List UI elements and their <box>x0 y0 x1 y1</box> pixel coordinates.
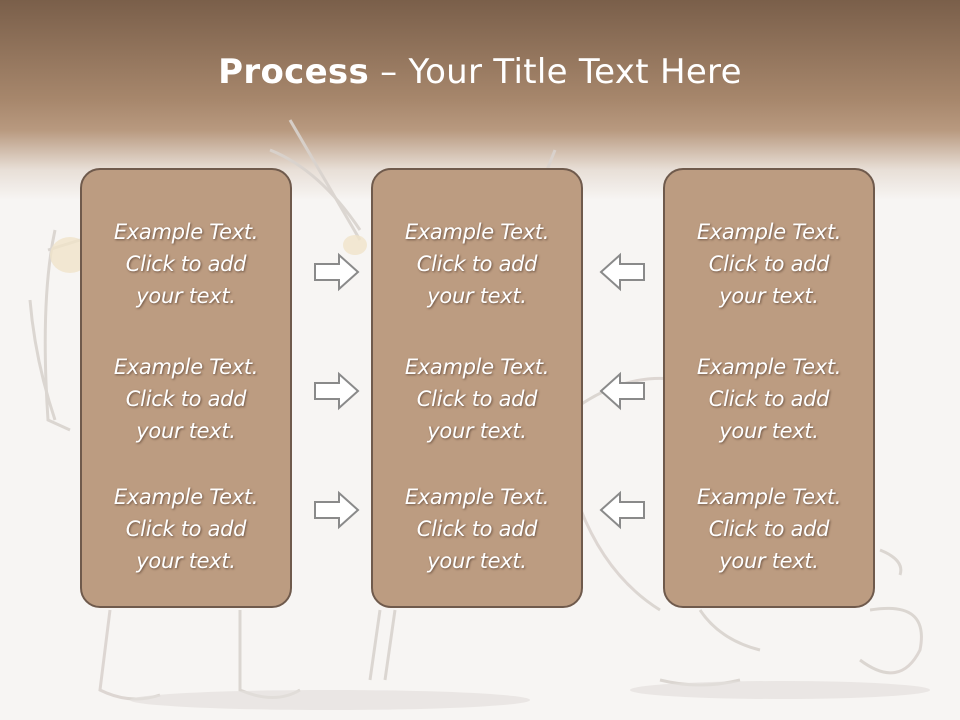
slide-header <box>0 0 960 200</box>
text-block[interactable]: Example Text. Click to add your text. <box>665 351 873 447</box>
text-line: Example Text. <box>404 485 550 509</box>
text-block[interactable]: Example Text. Click to add your text. <box>665 216 873 312</box>
text-line: your text. <box>427 284 527 308</box>
text-block[interactable]: Example Text. Click to add your text. <box>82 216 290 312</box>
text-line: Example Text. <box>113 355 259 379</box>
text-block[interactable]: Example Text. Click to add your text. <box>82 481 290 577</box>
process-box-center[interactable]: Example Text. Click to add your text. Ex… <box>371 168 583 608</box>
text-line: Example Text. <box>113 220 259 244</box>
text-block[interactable]: Example Text. Click to add your text. <box>82 351 290 447</box>
text-line: Click to add <box>708 252 830 276</box>
arrow-left-icon <box>599 490 645 530</box>
text-block[interactable]: Example Text. Click to add your text. <box>373 216 581 312</box>
text-line: Click to add <box>708 517 830 541</box>
text-line: Example Text. <box>696 355 842 379</box>
text-block[interactable]: Example Text. Click to add your text. <box>373 351 581 447</box>
process-box-right[interactable]: Example Text. Click to add your text. Ex… <box>663 168 875 608</box>
text-line: your text. <box>427 419 527 443</box>
title-bold: Process <box>218 52 370 92</box>
process-box-left[interactable]: Example Text. Click to add your text. Ex… <box>80 168 292 608</box>
text-line: Click to add <box>125 252 247 276</box>
text-line: Click to add <box>416 387 538 411</box>
arrow-left-icon <box>599 371 645 411</box>
text-block[interactable]: Example Text. Click to add your text. <box>665 481 873 577</box>
text-line: Click to add <box>416 517 538 541</box>
arrow-right-icon <box>314 252 360 292</box>
text-line: your text. <box>136 284 236 308</box>
text-line: your text. <box>719 284 819 308</box>
text-line: Click to add <box>416 252 538 276</box>
title-rest: – Your Title Text Here <box>369 52 742 92</box>
text-line: your text. <box>719 419 819 443</box>
arrow-right-icon <box>314 490 360 530</box>
text-line: Example Text. <box>113 485 259 509</box>
text-line: your text. <box>136 549 236 573</box>
text-line: Click to add <box>708 387 830 411</box>
text-line: your text. <box>719 549 819 573</box>
arrow-right-icon <box>314 371 360 411</box>
text-line: Click to add <box>125 387 247 411</box>
arrow-left-icon <box>599 252 645 292</box>
text-line: Click to add <box>125 517 247 541</box>
text-line: your text. <box>427 549 527 573</box>
text-block[interactable]: Example Text. Click to add your text. <box>373 481 581 577</box>
text-line: Example Text. <box>696 220 842 244</box>
slide-title[interactable]: Process – Your Title Text Here <box>0 52 960 92</box>
text-line: Example Text. <box>404 355 550 379</box>
text-line: Example Text. <box>404 220 550 244</box>
text-line: Example Text. <box>696 485 842 509</box>
text-line: your text. <box>136 419 236 443</box>
